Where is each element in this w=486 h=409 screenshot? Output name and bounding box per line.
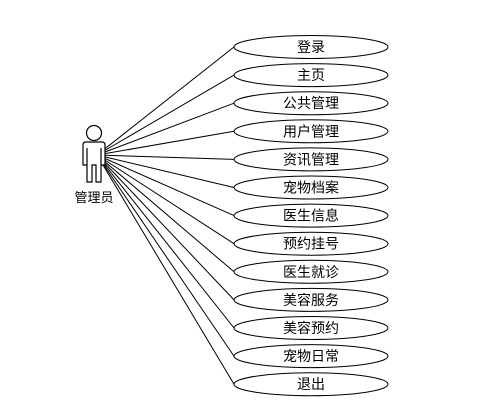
association-line	[96, 154, 235, 217]
use-case: 资讯管理	[233, 147, 389, 172]
use-cases: 登录主页公共管理用户管理资讯管理宠物档案医生信息预约挂号医生就诊美容服务美容预约…	[233, 35, 389, 397]
use-case-ellipse	[233, 287, 389, 312]
use-case: 退出	[233, 372, 389, 397]
use-case-ellipse	[233, 231, 389, 256]
association-line	[96, 154, 235, 245]
use-case: 宠物档案	[233, 175, 389, 200]
use-case: 医生就诊	[233, 259, 389, 284]
association-line	[96, 154, 235, 301]
use-case-label: 美容预约	[283, 320, 339, 337]
actor-body	[82, 141, 106, 183]
use-case-ellipse	[233, 344, 389, 369]
use-case: 宠物日常	[233, 344, 389, 369]
association-line	[96, 46, 235, 156]
use-case-ellipse	[233, 259, 389, 284]
use-case-ellipse	[233, 147, 389, 172]
use-case-label: 主页	[297, 68, 325, 84]
use-case: 登录	[233, 35, 389, 59]
association-line	[96, 154, 235, 188]
actor-head	[85, 124, 103, 142]
use-case: 公共管理	[233, 91, 389, 116]
use-case-label: 美容服务	[283, 292, 339, 309]
association-line	[96, 154, 235, 357]
association-line	[96, 154, 235, 160]
use-case-label: 医生就诊	[283, 265, 339, 281]
association-line	[96, 74, 235, 156]
use-case-label: 预约挂号	[283, 237, 339, 253]
use-case-label: 资讯管理	[283, 152, 339, 168]
use-case-label: 登录	[297, 40, 325, 56]
use-case-label: 退出	[297, 377, 325, 393]
use-case-label: 用户管理	[283, 123, 339, 140]
association-line	[96, 154, 235, 329]
use-case: 主页	[233, 63, 389, 88]
actor-label: 管理员	[74, 191, 113, 206]
use-case-label: 宠物日常	[283, 349, 339, 365]
use-case-ellipse	[233, 91, 389, 116]
association-lines	[96, 46, 235, 385]
use-case-ellipse	[233, 119, 389, 144]
use-case-ellipse	[233, 35, 389, 59]
use-case: 美容预约	[233, 316, 389, 340]
use-case-ellipse	[233, 63, 389, 88]
use-case-ellipse	[233, 203, 389, 228]
use-case: 预约挂号	[233, 231, 389, 256]
use-case: 医生信息	[233, 203, 389, 228]
actor-admin: 管理员	[74, 124, 114, 206]
use-case-label: 医生信息	[283, 208, 339, 225]
use-case-ellipse	[233, 175, 389, 200]
association-line	[96, 130, 235, 156]
association-line	[96, 102, 235, 156]
use-case: 用户管理	[233, 119, 389, 144]
use-case: 美容服务	[233, 287, 389, 312]
use-case-ellipse	[233, 372, 389, 397]
use-case-ellipse	[233, 316, 389, 340]
use-case-label: 宠物档案	[283, 180, 339, 197]
use-case-label: 公共管理	[283, 96, 339, 112]
association-line	[96, 154, 235, 273]
association-line	[96, 154, 235, 385]
